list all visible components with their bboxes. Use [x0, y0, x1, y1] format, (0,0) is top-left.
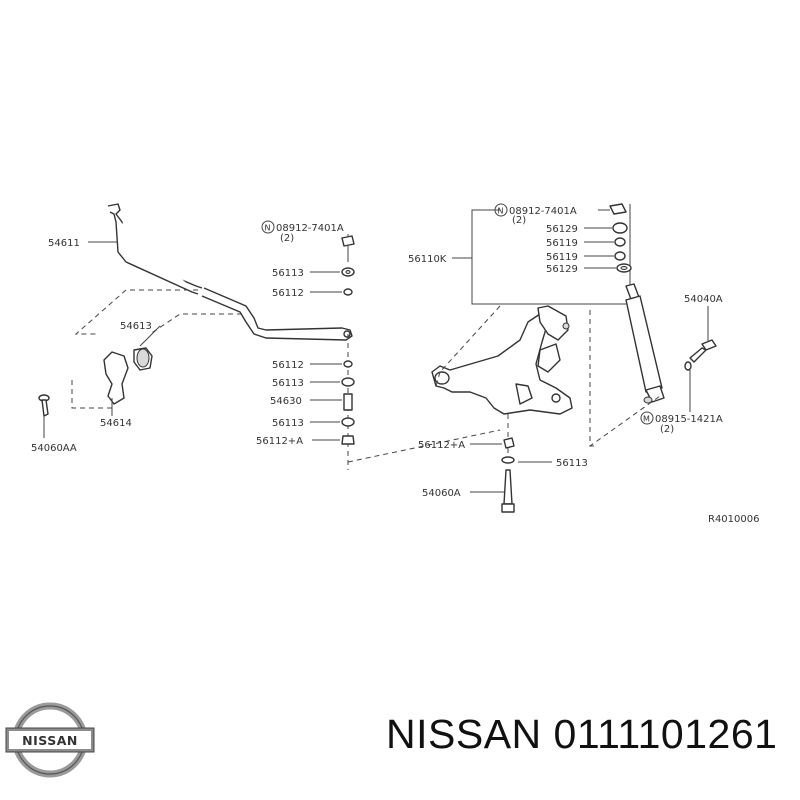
callout-56129-b: 56129: [546, 264, 578, 275]
callout-56112-a: 56112: [272, 288, 304, 299]
callout-54611: 54611: [48, 238, 80, 249]
brand-part-number: NISSAN 0111101261: [386, 711, 778, 757]
link-hardware-stack: [341, 235, 355, 445]
callout-56113-a: 56113: [272, 268, 304, 279]
n-symbol-left: N: [265, 224, 271, 233]
callout-qty-right: (2): [512, 215, 526, 226]
shock-absorber: [625, 204, 665, 404]
callout-56113-d: 56113: [556, 458, 588, 469]
n-mark-left: [261, 220, 275, 234]
stabilizer-bar: [107, 203, 353, 341]
callout-56112-b: 56112: [272, 360, 304, 371]
n-mark-right: [494, 203, 508, 217]
clamp-54614: [103, 351, 129, 405]
callout-54060AA: 54060AA: [31, 443, 77, 454]
drawing-ref-code: R4010006: [708, 514, 759, 525]
callout-56119-b: 56119: [546, 252, 578, 263]
callout-54614: 54614: [100, 418, 132, 429]
callout-qty-left: (2): [280, 233, 294, 244]
callout-56112A-b: 56112+A: [418, 440, 465, 451]
callout-qty-m: (2): [660, 424, 674, 435]
bolt-54040A: [684, 339, 717, 371]
n-symbol-right: N: [498, 207, 504, 216]
shock-top-hardware: [609, 203, 632, 273]
callout-56129-a: 56129: [546, 224, 578, 235]
nissan-logo: NISSAN: [5, 702, 95, 778]
callout-08912-7401A-left: 08912-7401A: [276, 223, 344, 234]
m-symbol: M: [643, 415, 650, 424]
lower-control-arm: [431, 305, 573, 415]
bolt-54060A-stack: [501, 437, 515, 513]
callout-54040A: 54040A: [684, 294, 723, 305]
callout-56113-b: 56113: [272, 378, 304, 389]
callout-56112A-a: 56112+A: [256, 436, 303, 447]
callout-56119-a: 56119: [546, 238, 578, 249]
m-mark: [640, 411, 654, 425]
callout-54630: 54630: [270, 396, 302, 407]
callout-54060A: 54060A: [422, 488, 461, 499]
bushing-54613: [133, 347, 153, 371]
callout-08912-7401A-right: 08912-7401A: [509, 206, 577, 217]
bolt-54060AA: [38, 394, 50, 417]
callout-08915-1421A: 08915-1421A: [655, 414, 723, 425]
logo-text: NISSAN: [22, 733, 78, 748]
callout-56113-c: 56113: [272, 418, 304, 429]
callout-56110K: 56110K: [408, 254, 447, 265]
callout-54613: 54613: [120, 321, 152, 332]
